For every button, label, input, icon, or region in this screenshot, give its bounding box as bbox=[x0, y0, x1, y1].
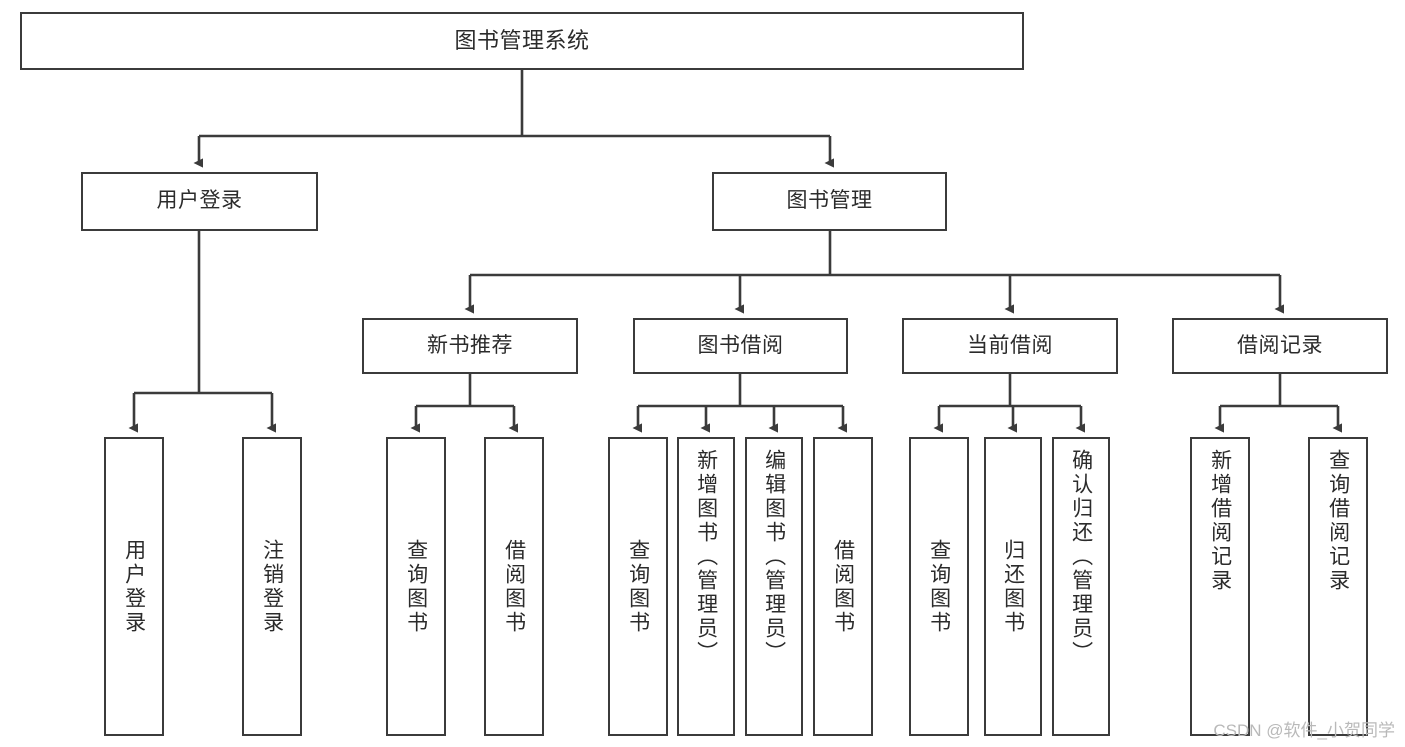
node-leaf-logout-login[interactable]: 注销登录 bbox=[242, 437, 302, 736]
node-leaf-query-book-new[interactable]: 查询图书 bbox=[386, 437, 446, 736]
node-label: 查询图书 bbox=[404, 538, 428, 635]
node-leaf-query-borrow-record[interactable]: 查询借阅记录 bbox=[1308, 437, 1368, 736]
node-label: 用户登录 bbox=[122, 538, 146, 635]
node-label: 新增图书（管理员） bbox=[694, 449, 718, 665]
node-label: 图书管理系统 bbox=[454, 28, 590, 54]
node-label: 查询图书 bbox=[927, 538, 951, 635]
node-root-system[interactable]: 图书管理系统 bbox=[20, 12, 1024, 70]
node-label: 查询借阅记录 bbox=[1326, 449, 1350, 593]
node-label: 图书借阅 bbox=[697, 333, 784, 357]
node-label: 归还图书 bbox=[1001, 538, 1025, 635]
node-label: 借阅记录 bbox=[1237, 333, 1323, 357]
node-leaf-query-book-borrow[interactable]: 查询图书 bbox=[608, 437, 668, 736]
node-label: 借阅图书 bbox=[831, 538, 855, 635]
node-label: 新增借阅记录 bbox=[1208, 449, 1232, 593]
node-user-login[interactable]: 用户登录 bbox=[81, 172, 318, 231]
node-label: 图书管理 bbox=[786, 189, 873, 213]
node-label: 查询图书 bbox=[626, 538, 650, 635]
watermark-text: CSDN @软件_小贺同学 bbox=[1213, 721, 1395, 740]
node-book-borrow[interactable]: 图书借阅 bbox=[633, 318, 848, 374]
node-label: 当前借阅 bbox=[967, 333, 1053, 357]
node-current-borrow[interactable]: 当前借阅 bbox=[902, 318, 1118, 374]
node-label: 新书推荐 bbox=[427, 333, 513, 357]
node-leaf-borrow-book-new[interactable]: 借阅图书 bbox=[484, 437, 544, 736]
node-label: 用户登录 bbox=[156, 189, 243, 213]
node-book-manage[interactable]: 图书管理 bbox=[712, 172, 947, 231]
node-new-book-recommend[interactable]: 新书推荐 bbox=[362, 318, 578, 374]
node-leaf-user-login[interactable]: 用户登录 bbox=[104, 437, 164, 736]
node-leaf-confirm-return-admin[interactable]: 确认归还（管理员） bbox=[1052, 437, 1110, 736]
node-label: 借阅图书 bbox=[502, 538, 526, 635]
node-leaf-borrow-book[interactable]: 借阅图书 bbox=[813, 437, 873, 736]
node-leaf-add-borrow-record[interactable]: 新增借阅记录 bbox=[1190, 437, 1250, 736]
node-leaf-query-book-current[interactable]: 查询图书 bbox=[909, 437, 969, 736]
node-leaf-add-book-admin[interactable]: 新增图书（管理员） bbox=[677, 437, 735, 736]
node-leaf-return-book[interactable]: 归还图书 bbox=[984, 437, 1042, 736]
node-label: 注销登录 bbox=[260, 538, 284, 635]
node-leaf-edit-book-admin[interactable]: 编辑图书（管理员） bbox=[745, 437, 803, 736]
node-label: 编辑图书（管理员） bbox=[762, 449, 786, 665]
node-borrow-record[interactable]: 借阅记录 bbox=[1172, 318, 1388, 374]
node-label: 确认归还（管理员） bbox=[1069, 449, 1093, 665]
